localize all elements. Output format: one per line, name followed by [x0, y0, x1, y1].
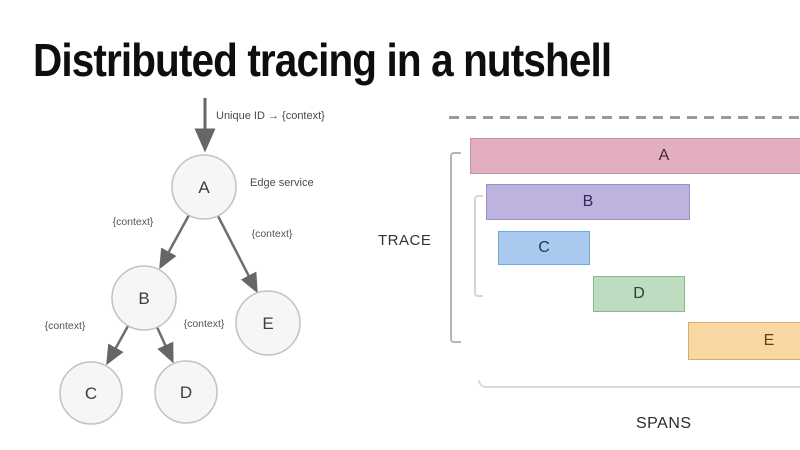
span-bar-d: D — [593, 276, 685, 312]
edge-service-label: Edge service — [250, 177, 314, 189]
span-bar-d-label: D — [633, 285, 645, 302]
child-spans-bracket — [474, 195, 483, 297]
trace-label: TRACE — [378, 232, 432, 249]
edge-a-e — [216, 215, 258, 294]
span-bar-c: C — [498, 231, 590, 265]
span-bar-a-label: A — [658, 147, 670, 164]
span-bar-e: E — [688, 322, 800, 360]
tree-diagram: Unique ID → {context} {context} {context… — [45, 98, 325, 425]
span-bar-c-label: C — [538, 239, 550, 256]
node-a — [171, 154, 237, 220]
trace-bracket — [450, 152, 461, 343]
node-a-label: A — [198, 178, 210, 197]
node-e-label: E — [262, 314, 273, 333]
edge-label-b-c: {context} — [45, 320, 86, 332]
spans-label: SPANS — [636, 415, 692, 432]
edge-b-c — [106, 325, 130, 366]
node-d-label: D — [180, 383, 192, 402]
edge-label-a-b: {context} — [113, 216, 154, 228]
span-bar-a: A — [470, 138, 800, 174]
edge-label-a-e: {context} — [252, 228, 293, 240]
node-b-label: B — [138, 289, 149, 308]
node-d — [154, 360, 218, 424]
node-b — [111, 265, 177, 331]
edge-a-b — [159, 214, 191, 270]
node-c — [59, 361, 123, 425]
edge-label-b-d: {context} — [184, 318, 225, 330]
timeline-dashed-line — [449, 116, 800, 119]
span-bar-b-label: B — [582, 193, 594, 210]
node-e — [235, 290, 301, 356]
spans-bracket — [478, 380, 800, 388]
node-c-label: C — [85, 384, 97, 403]
page-title: Distributed tracing in a nutshell — [33, 33, 612, 86]
incoming-label: Unique ID → {context} — [216, 110, 325, 122]
span-bar-b: B — [486, 184, 690, 220]
span-bar-e-label: E — [763, 332, 775, 349]
edge-b-d — [155, 326, 174, 364]
